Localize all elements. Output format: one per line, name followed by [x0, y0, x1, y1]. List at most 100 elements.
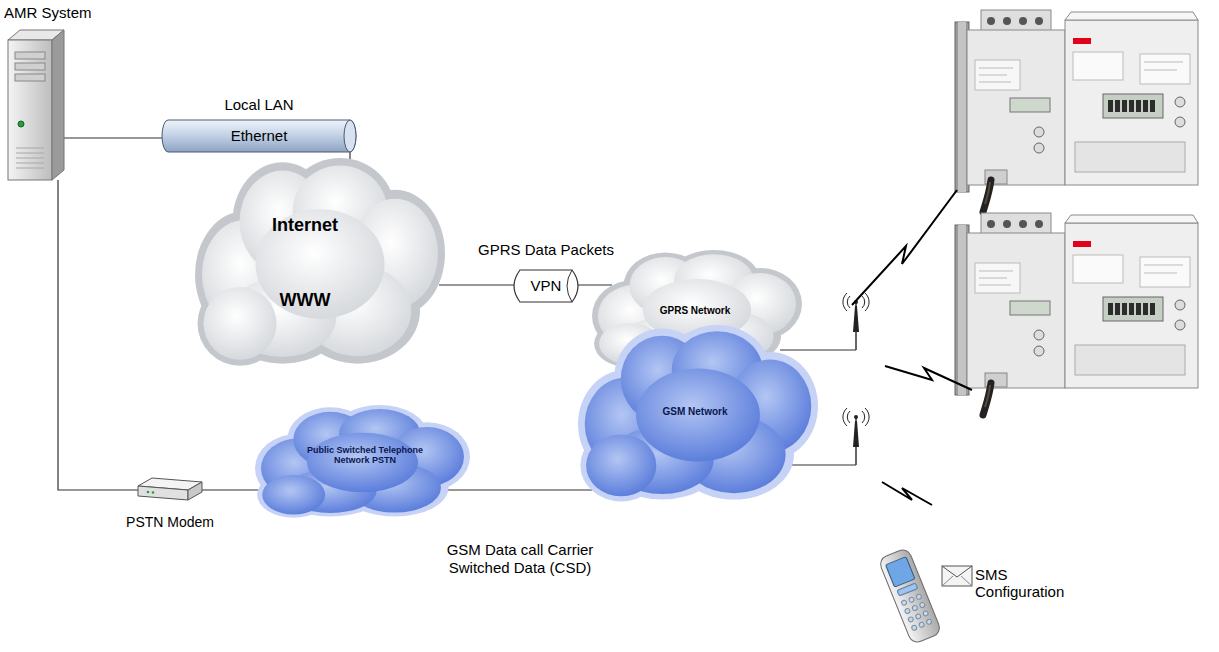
server-icon-shape: [52, 30, 64, 180]
pstn-modem-shape: [138, 478, 202, 502]
node-label: GPRS Data Packets: [478, 241, 614, 258]
cloud-puff: [202, 165, 438, 359]
antenna-symbol: [843, 408, 869, 465]
mobile-phone-shape: [923, 610, 929, 616]
node-label: Public Switched Telephone Network PSTN: [300, 445, 430, 466]
node-text: VPN: [531, 277, 562, 294]
antenna-symbol: [843, 293, 847, 311]
antenna-link: [790, 464, 856, 465]
vpn-line: [578, 284, 612, 285]
antenna-symbol: [862, 296, 865, 308]
server-icon-shape: [16, 168, 44, 169]
mobile-phone-shape: [878, 547, 942, 644]
antenna-symbol: [853, 421, 859, 447]
mobile-phone-shape: [926, 619, 932, 625]
server-icon-shape: [16, 158, 44, 159]
mobile-phone-shape: [919, 602, 925, 608]
radio-bolt: [882, 482, 932, 505]
cloud-puff: [636, 369, 760, 462]
radio-bolt: [885, 366, 972, 390]
sms-envelope: [961, 576, 972, 586]
cloud-puff: [262, 475, 325, 515]
sms-envelope: [942, 566, 972, 586]
node-label: GSM Network: [662, 406, 727, 418]
vpn-tunnel-shape: [567, 270, 572, 302]
energy-meter: [955, 10, 1198, 212]
node-text: Ethernet: [231, 127, 288, 144]
internet-line: [439, 284, 514, 285]
server-icon-shape: [16, 153, 44, 154]
server-icon-shape: [15, 74, 45, 81]
cloud-puff: [586, 434, 656, 496]
server-icon-shape: [16, 148, 44, 149]
pstn-modem-shape: [152, 491, 155, 494]
cloud-outer: [578, 325, 818, 501]
server-icon-shape: [15, 52, 45, 59]
server-icon: AMR System: [8, 30, 64, 180]
mobile-phone-shape: [897, 583, 918, 596]
edge-label: GSM Data call Carrier Switched Data (CSD…: [437, 540, 603, 578]
server-icon-shape: [16, 163, 44, 164]
server-icon-shape: [15, 63, 45, 70]
antenna-symbol: [854, 415, 858, 419]
antenna-symbol: [862, 411, 865, 423]
antenna-link: [780, 349, 856, 350]
lan-line: [64, 137, 162, 138]
lan-line: [349, 152, 350, 160]
ethernet-pipe: Local LANEthernet: [162, 120, 356, 152]
server-icon-shape: [18, 121, 24, 127]
antenna-symbol: [847, 411, 850, 423]
pstn-modem-shape: [147, 491, 150, 494]
server-icon-shape: [8, 30, 64, 180]
radio-bolt: [852, 190, 972, 505]
antenna-symbol: [843, 408, 847, 426]
cloud-puff: [261, 409, 464, 514]
mobile-phone-shape: [915, 613, 921, 619]
mobile-phone-shape: [918, 622, 924, 628]
vpn-tunnel-shape: [514, 270, 578, 302]
internet-cloud-shape: [195, 158, 445, 370]
modem-line: [58, 180, 138, 490]
cloud-puff: [585, 331, 812, 496]
node-label: WWW: [280, 290, 331, 311]
node-label: Internet: [272, 215, 338, 236]
mobile-phone-shape: [916, 594, 922, 600]
node-label: GPRS Network: [660, 305, 731, 317]
mobile-phone-shape: [911, 625, 917, 631]
sms-envelope: [942, 566, 972, 577]
sms-envelope: [942, 566, 972, 586]
vpn-tunnel: GPRS Data PacketsVPN: [510, 270, 582, 302]
antenna-symbol: [865, 408, 869, 426]
node-label: PSTN Modem: [126, 514, 214, 530]
radio-bolt: [852, 190, 957, 305]
mobile-phone-shape: [904, 608, 910, 614]
mobile-phone: SMS Configuration: [880, 546, 940, 646]
internet-cloud: InternetWWW: [195, 158, 445, 370]
ethernet-pipe-shape: [344, 120, 356, 152]
mobile-phone-shape: [880, 546, 940, 646]
mobile-phone-shape: [908, 597, 914, 603]
pstn-cloud: Public Switched Telephone Network PSTN: [255, 405, 470, 520]
pstn-modem: PSTN Modem: [138, 478, 202, 502]
antenna-symbol: [847, 296, 850, 308]
cloud-outer: [195, 158, 445, 366]
csd-line: [448, 489, 592, 490]
ethernet-pipe-shape: [162, 120, 356, 152]
pstn-modem-shape: [138, 486, 188, 500]
mobile-phone-shape: [908, 616, 914, 622]
node-label: AMR System: [4, 4, 92, 21]
gsm-cloud: GSM Network: [578, 325, 818, 505]
antenna-symbol: [865, 293, 869, 311]
cloud-puff: [203, 287, 276, 360]
antenna-symbol: [853, 306, 859, 332]
sms-envelope: [942, 576, 953, 586]
mobile-phone-shape: [886, 557, 915, 587]
node-label: Local LAN: [224, 96, 293, 113]
cloud-puff: [256, 209, 385, 318]
pstn-modem-shape: [188, 482, 202, 500]
mobile-phone-shape: [878, 547, 942, 644]
energy-meter: [955, 213, 1198, 415]
node-label: SMS Configuration: [975, 566, 1085, 601]
